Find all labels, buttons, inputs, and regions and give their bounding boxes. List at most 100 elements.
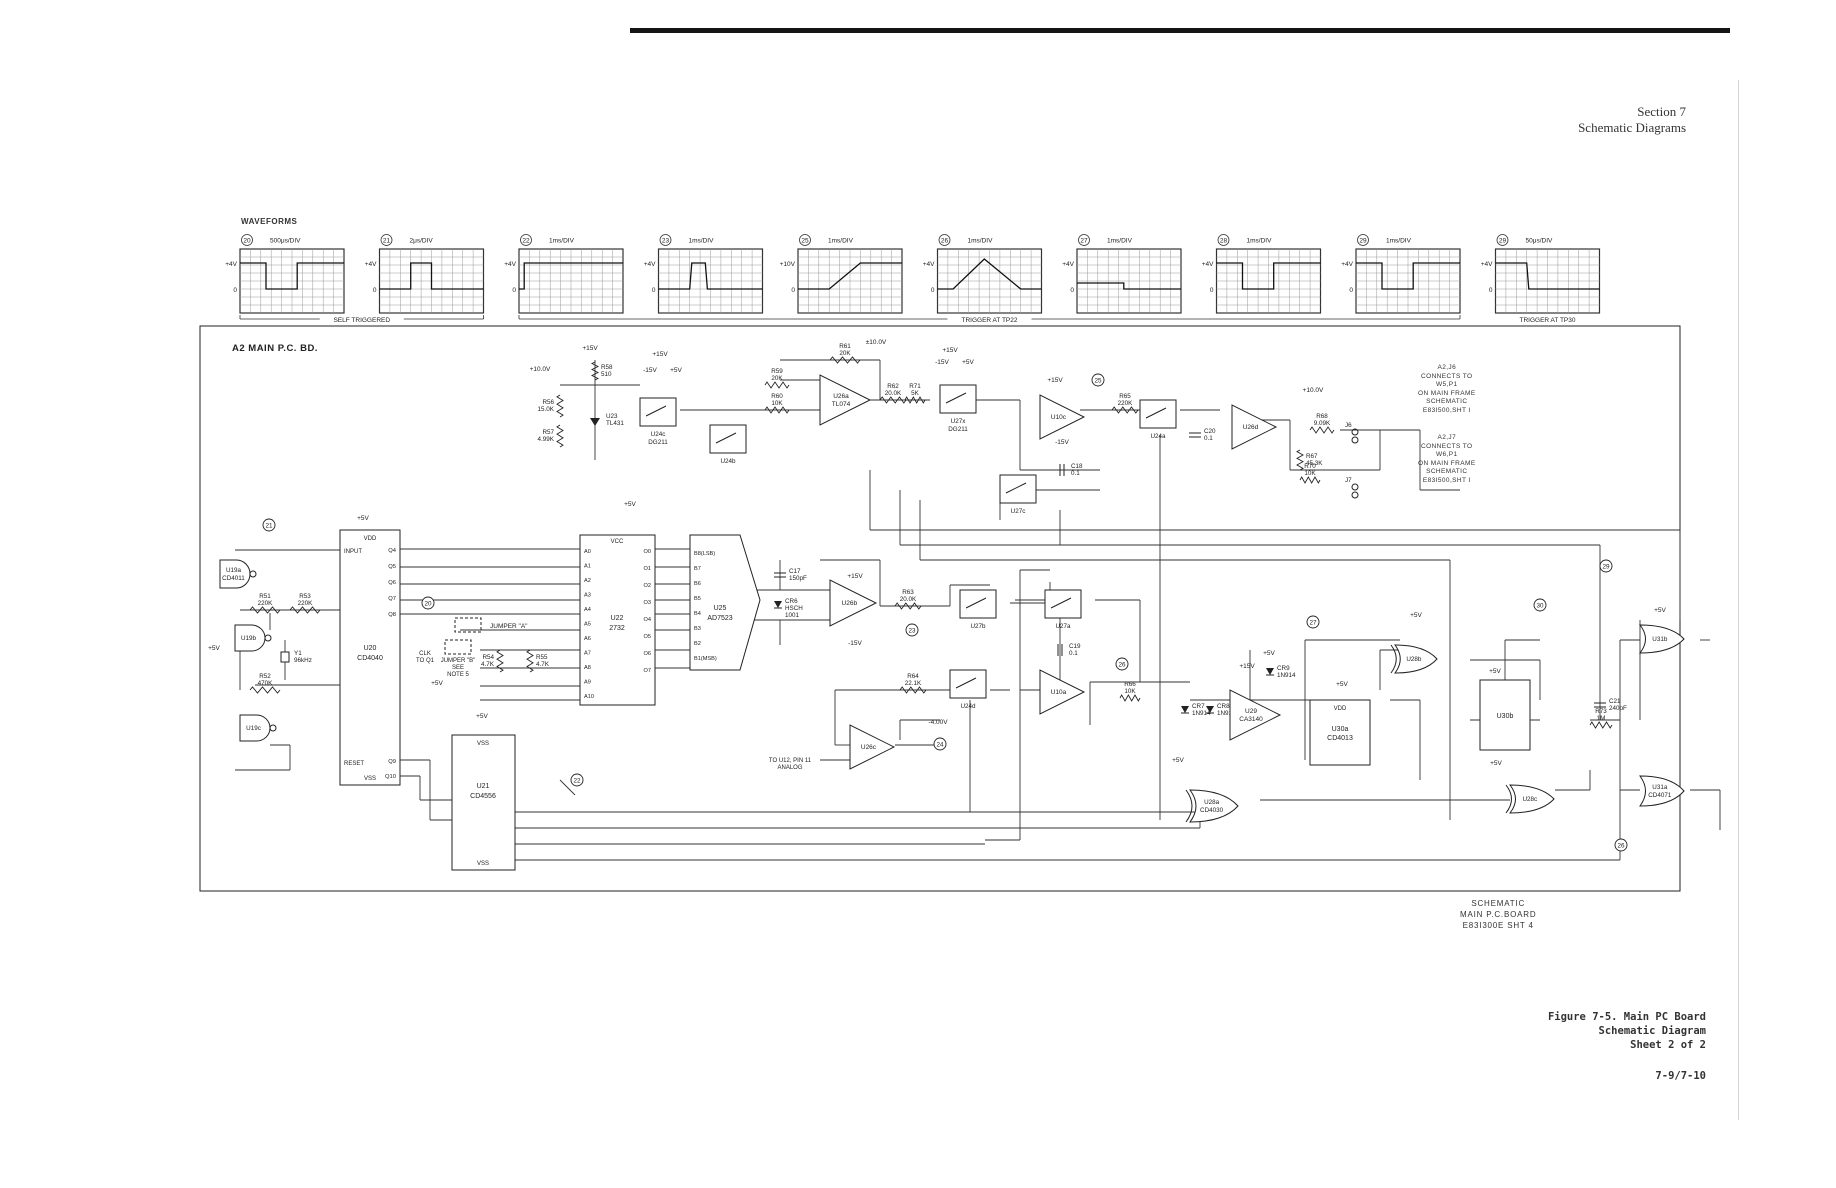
waveform-zero-label: 0 (373, 287, 377, 294)
test-point: 29 (1599, 559, 1613, 573)
j7-connection-note: A2,J7 CONNECTS TO W6,P1 ON MAIN FRAME SC… (1418, 434, 1476, 484)
waveform-tp-label: 29 (1359, 238, 1367, 245)
waveform-tp-label: 27 (1080, 238, 1088, 245)
test-point-label: 20 (424, 601, 432, 608)
u30a-flipflop-label: CD4013 (1327, 735, 1353, 742)
u22-data-pin: O0 (644, 549, 651, 555)
waveform-zero-label: 0 (931, 287, 935, 294)
test-point: 30 (1533, 598, 1547, 612)
pwr-m15-u24: -15V (643, 367, 657, 374)
waveform-trace (1495, 262, 1600, 290)
page-number: 7-9/7-10 (1655, 1070, 1706, 1082)
r52-resistor-label: 470K (258, 680, 274, 687)
pwr-p15-u10: +15V (1047, 377, 1063, 384)
r66-resistor-label: R66 (1124, 681, 1136, 688)
waveform-scale-label: 500μs/DIV (270, 238, 301, 245)
u24c-switch-label: U24d (960, 703, 976, 710)
r53-resistor-label: 220K (298, 600, 314, 607)
u22-addr-pin: A2 (584, 578, 591, 584)
u26d-opamp-label: U26d (1243, 424, 1259, 431)
u27b-switch: U27b (959, 589, 997, 630)
u26c-opamp: U26c (849, 724, 896, 770)
waveform-tp-label: 21 (383, 238, 391, 245)
u24a-switch-label: DG211 (648, 439, 668, 446)
u28a-gate-label: U28a (1204, 799, 1220, 806)
u29-opamp-label: CA3140 (1239, 716, 1263, 723)
r71-resistor-label: R71 (909, 383, 921, 390)
r61-resistor-label: 20K (839, 350, 851, 357)
r70-resistor-label: R70 (1304, 463, 1316, 470)
r60-resistor-label: 10K (771, 400, 783, 407)
r68-resistor-label: R68 (1316, 413, 1328, 420)
waveform-y-label: +4V (923, 261, 935, 268)
test-point: 27 (1306, 615, 1320, 629)
u22-addr-pin: A7 (584, 651, 591, 657)
waveform-trace (937, 258, 1042, 290)
test-point-label: 22 (573, 778, 581, 785)
pwr-p5-u21: +5V (476, 713, 488, 720)
r53-resistor-label: R53 (299, 593, 311, 600)
waveform-group-label: SELF TRIGGERED (333, 317, 390, 324)
u22-data-pin: O1 (644, 566, 651, 572)
test-point: 26 (1115, 657, 1129, 671)
waveform-trace (1077, 282, 1181, 290)
u28a-gate-label: CD4030 (1200, 807, 1224, 814)
test-point: 23 (905, 623, 919, 637)
u22-addr-pin: A5 (584, 622, 591, 628)
cr9-diode-label: 1N914 (1277, 672, 1296, 679)
y1-value: 96kHz (294, 657, 312, 664)
u26b-opamp-label: U26b (842, 600, 858, 607)
u31b-gate-label: U31b (1652, 636, 1668, 643)
test-point-label: 23 (908, 628, 916, 635)
u10c-opamp-label: U10c (1051, 414, 1067, 421)
waveform-zero-label: 0 (1070, 287, 1074, 294)
waveform-scale-label: 1ms/DIV (1386, 238, 1412, 245)
waveform-zero-label: 0 (652, 287, 656, 294)
waveform-zero-label: 0 (791, 287, 795, 294)
c18-capacitor-label: C18 (1071, 463, 1083, 470)
u27x-switch-label: U27x (951, 418, 967, 425)
u20-pin: Q5 (388, 564, 396, 570)
cr6-diode-label: HSCH (785, 605, 803, 612)
right-margin-rule (1738, 80, 1739, 1120)
waveform-trace (1356, 262, 1460, 290)
u25-part: AD7523 (707, 615, 732, 622)
waveform-scale-label: 1ms/DIV (1247, 238, 1273, 245)
pwr-p10-out: +10.0V (1303, 387, 1324, 394)
u22-addr-pin: A0 (584, 549, 591, 555)
u25-bit-pin: B7 (694, 566, 701, 572)
board-name: A2 MAIN P.C. BD. (232, 343, 318, 354)
schematic-wiring (235, 359, 1721, 861)
r73-resistor-label: 1M (1597, 715, 1606, 722)
pwr-p5-u28c: +5V (1490, 760, 1502, 767)
waveform-y-label: +4V (644, 261, 656, 268)
waveform-group-1: SELF TRIGGERED (239, 314, 484, 324)
u28c-gate: U28c (1505, 784, 1555, 814)
u22-data-pin: O2 (644, 583, 651, 589)
jumper-a: JUMPER "A" (454, 617, 528, 633)
pwr-p5-u28b: +5V (1410, 612, 1422, 619)
test-point-label: 29 (1602, 564, 1610, 571)
r57-resistor-label: 4.99K (538, 436, 555, 443)
pwr-m15-u26b: -15V (848, 640, 862, 647)
j6-label: J6 (1345, 422, 1352, 429)
cr7-diode-label: CR7 (1192, 703, 1205, 710)
